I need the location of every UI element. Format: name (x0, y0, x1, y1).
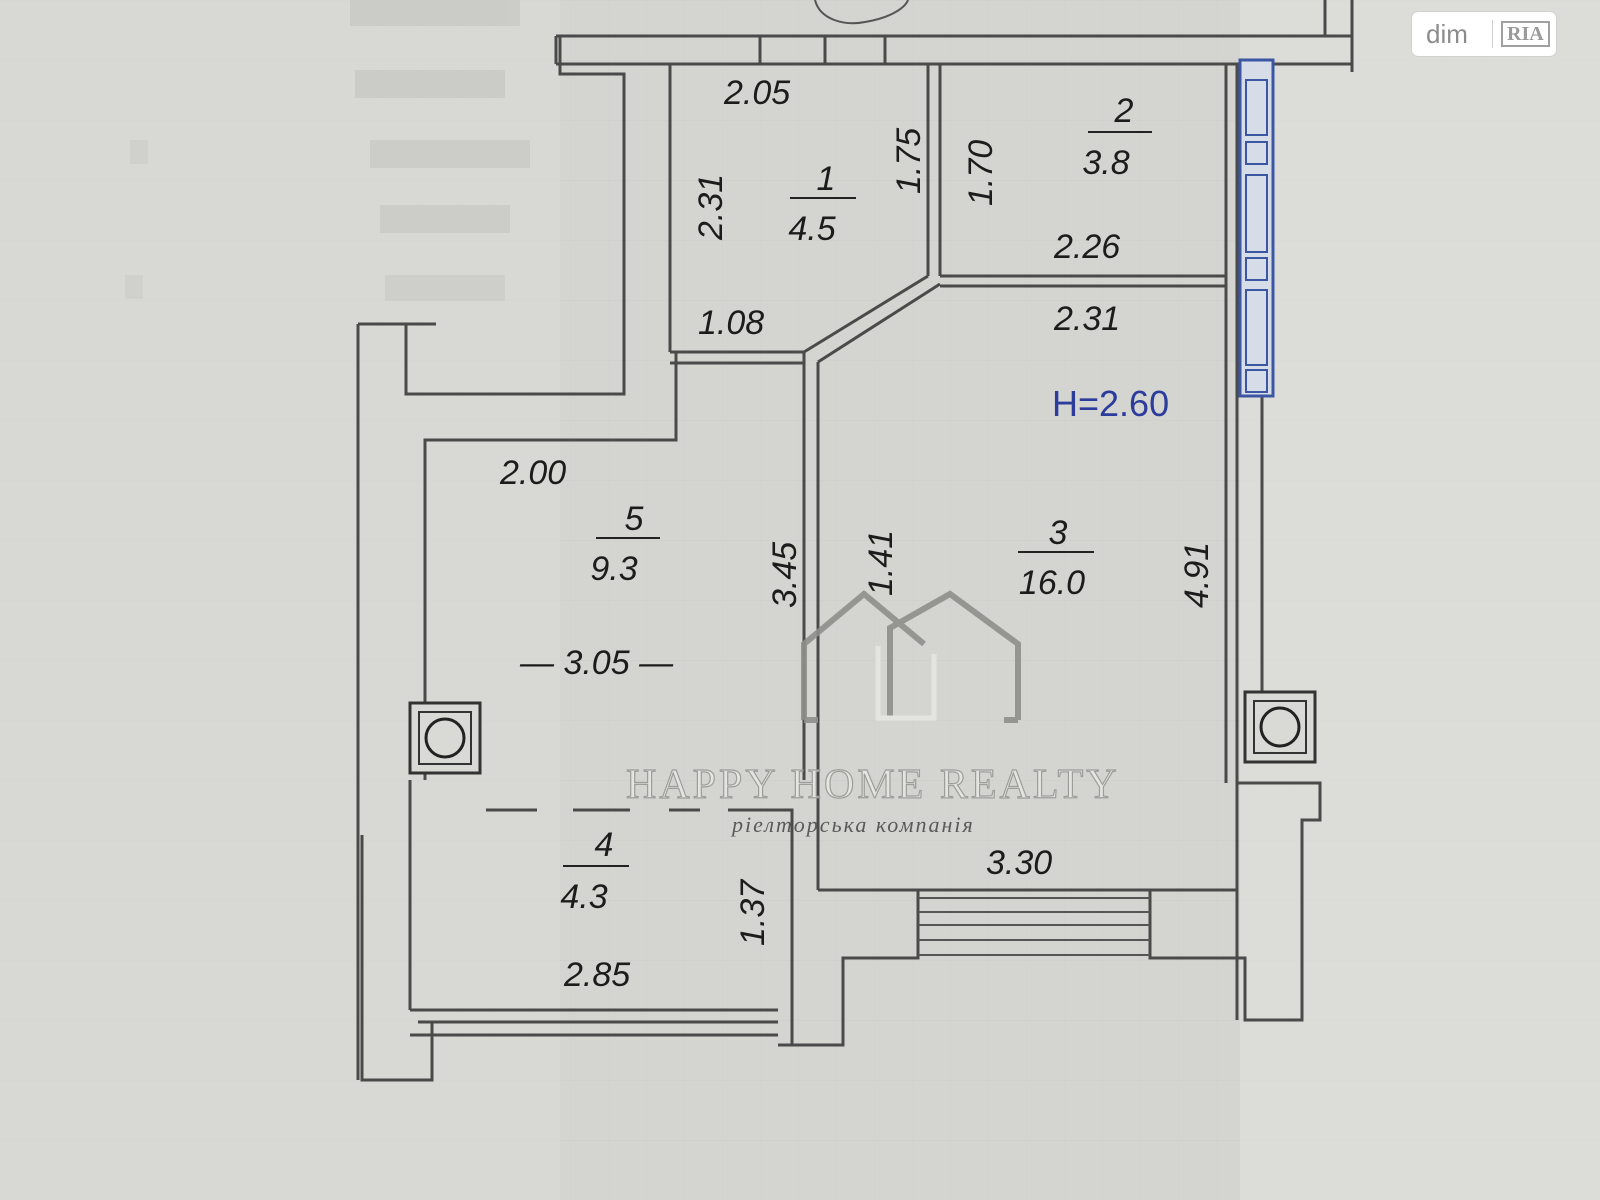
room-3-area: 16.0 (1019, 564, 1085, 602)
bleed-through-marks (125, 0, 530, 301)
room-2-walls (940, 274, 1226, 288)
dim-room2-bottom: 2.26 (1053, 228, 1120, 266)
room-3-walls (778, 781, 1322, 1047)
dim-room5-middle: — 3.05 — (519, 644, 674, 682)
site-badge[interactable]: dim RIA (1412, 12, 1556, 56)
dim-room1-bottom: 1.08 (698, 304, 764, 342)
room-3-label: 3 16.0 (1018, 514, 1094, 602)
top-outer-wall (554, 34, 1352, 66)
dim-room5-top: 2.00 (499, 454, 566, 492)
room-2-area: 3.8 (1082, 144, 1129, 182)
dim-room3-right: 4.91 (1178, 542, 1216, 608)
room-4-area: 4.3 (560, 878, 607, 916)
watermark-logo (801, 590, 1021, 723)
dim-room3-bottom: 3.30 (986, 844, 1052, 882)
room-5-label: 5 9.3 (590, 500, 660, 588)
watermark-subtitle: ріелторська компанія (730, 812, 975, 837)
dim-room1-top: 2.05 (723, 74, 790, 112)
right-window (1238, 58, 1275, 398)
dim-room3-left: 1.41 (862, 530, 900, 596)
vent-duct-right (1243, 690, 1317, 764)
dim-room4-right: 1.37 (734, 879, 772, 946)
room-5-area: 9.3 (590, 550, 637, 588)
badge-brand-logo: RIA (1501, 21, 1550, 47)
room-1-number: 1 (817, 160, 836, 198)
room-1-label: 1 4.5 (788, 160, 856, 248)
dim-room1-right: 1.75 (890, 128, 928, 194)
dim-room3-top: 2.31 (1053, 300, 1120, 338)
room-4-label: 4 4.3 (560, 826, 629, 916)
paper-shade-left (0, 0, 560, 1200)
dim-room4-bottom: 2.85 (563, 956, 630, 994)
paper-shade-right (1240, 0, 1600, 1200)
room-4-walls (360, 808, 794, 1082)
badge-site-text: dim (1426, 18, 1468, 49)
left-lower-outer-wall (356, 780, 412, 1080)
room-2-number: 2 (1114, 92, 1134, 130)
room-1-walls (668, 64, 942, 365)
room-4-number: 4 (595, 826, 614, 864)
dim-room2-left: 1.70 (962, 140, 1000, 206)
top-right-wall-end (1323, 0, 1354, 72)
dim-room5-right: 3.45 (766, 542, 804, 608)
left-shaft-wall (356, 34, 626, 850)
balcony-door (918, 897, 1150, 956)
dim-room1-left: 2.31 (692, 174, 730, 241)
room-1-area: 4.5 (788, 210, 835, 248)
watermark-title: HAPPY HOME REALTY (626, 762, 1120, 808)
ceiling-height-note: H=2.60 (1052, 383, 1169, 424)
room-5-number: 5 (625, 500, 644, 538)
vent-duct-left (408, 701, 482, 775)
badge-separator (1492, 20, 1493, 48)
room-3-number: 3 (1049, 514, 1068, 552)
top-circle-stub (814, 0, 909, 25)
room-2-label: 2 3.8 (1082, 92, 1152, 182)
